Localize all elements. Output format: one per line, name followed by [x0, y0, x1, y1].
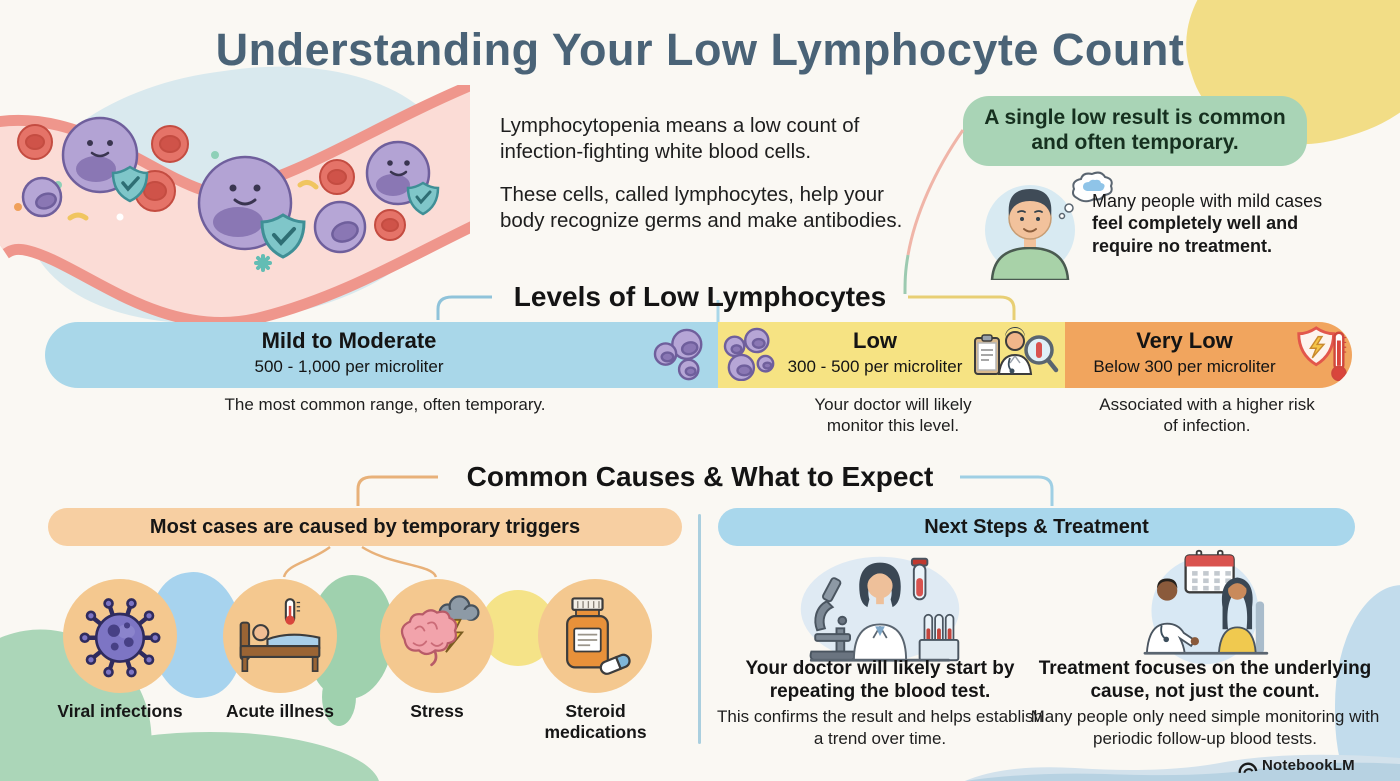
level-very-low-range: Below 300 per microliter	[1093, 357, 1276, 377]
level-very-low-caption: Associated with a higher risk of infecti…	[1099, 395, 1315, 436]
blood-vessel-illustration	[0, 85, 470, 328]
level-mild-label: Mild to Moderate	[261, 328, 437, 353]
watermark-wave	[965, 754, 1400, 781]
small-lymphocytes	[21, 176, 367, 254]
intro-text: Lymphocytopenia means a low count of inf…	[500, 113, 932, 251]
intro-paragraph-1: Lymphocytopenia means a low count of inf…	[500, 114, 860, 164]
lymphocyte-with-shield	[61, 116, 149, 203]
thinking-person-icon	[985, 171, 1113, 280]
next-step-2-detail: Many people only need simple monitoring …	[1030, 707, 1380, 748]
level-low-caption: Your doctor will likely monitor this lev…	[814, 395, 972, 436]
stressed-brain-icon	[400, 595, 480, 667]
level-low-range: 300 - 500 per microliter	[787, 357, 963, 377]
cause-acute-illness	[223, 579, 337, 693]
note-line-3: require no treatment.	[1092, 235, 1273, 256]
cause-steroid-medications	[538, 579, 652, 693]
doctor-patient-consult-icon	[1143, 549, 1269, 665]
levels-heading: Levels of Low Lymphocytes	[513, 281, 887, 312]
level-mild-caption: The most common range, often temporary.	[224, 395, 546, 414]
note-line-1: Many people with mild cases	[1092, 191, 1323, 211]
infection-risk-shield-icon	[1297, 326, 1347, 382]
level-mild-range: 500 - 1,000 per microliter	[254, 357, 444, 377]
cause-label-steroid: Steroid medications	[544, 701, 647, 742]
cause-label-viral: Viral infections	[57, 701, 183, 721]
page-title: Understanding Your Low Lymphocyte Count	[215, 24, 1185, 75]
background-blob-green-drip	[322, 668, 356, 726]
next-step-1-detail: This confirms the result and helps estab…	[717, 707, 1043, 748]
reassurance-note: Many people with mild cases feel complet…	[1092, 190, 1354, 257]
lymphocyte-with-shield	[365, 140, 440, 216]
watermark-label: NotebookLM	[1262, 757, 1355, 774]
thought-bubble-icon	[1058, 171, 1113, 220]
cause-stress	[380, 579, 494, 693]
lab-blood-test-icon	[800, 556, 960, 662]
cause-label-stress: Stress	[410, 701, 464, 721]
section-divider	[698, 514, 701, 744]
cause-viral-infections	[63, 579, 177, 693]
reassurance-box: A single low result is common and often …	[963, 96, 1307, 166]
lymphocyte-cells-icon	[723, 327, 775, 381]
causes-heading: Common Causes & What to Expect	[466, 461, 934, 492]
medication-bottle-icon	[566, 597, 631, 675]
doctor-review-icon	[974, 327, 1059, 375]
note-line-2: feel completely well and	[1092, 213, 1299, 234]
notebooklm-logo-icon	[1238, 762, 1258, 774]
cause-label-acute: Acute illness	[226, 701, 334, 721]
level-segment-very-low: Very Low Below 300 per microliter	[1065, 322, 1352, 388]
next-step-1-headline: Your doctor will likely start by repeati…	[745, 658, 1015, 702]
levels-bar: Mild to Moderate 500 - 1,000 per microli…	[45, 322, 1352, 388]
level-segment-low: Low 300 - 500 per microliter	[718, 322, 1065, 388]
level-very-low-label: Very Low	[1136, 328, 1233, 353]
next-steps-banner: Next Steps & Treatment	[718, 508, 1355, 546]
next-step-2-headline: Treatment focuses on the underlying caus…	[1038, 658, 1372, 702]
reassurance-headline: A single low result is common and often …	[984, 106, 1286, 154]
virus-icon	[79, 598, 161, 678]
intro-paragraph-2: These cells, called lymphocytes, help yo…	[500, 183, 903, 233]
lymphocyte-with-shield	[197, 155, 306, 259]
lymphocyte-cells-icon	[653, 328, 703, 381]
level-segment-mild: Mild to Moderate 500 - 1,000 per microli…	[45, 322, 718, 388]
causes-banner: Most cases are caused by temporary trigg…	[48, 508, 682, 546]
level-low-label: Low	[853, 328, 897, 353]
sickbed-icon	[239, 598, 321, 672]
